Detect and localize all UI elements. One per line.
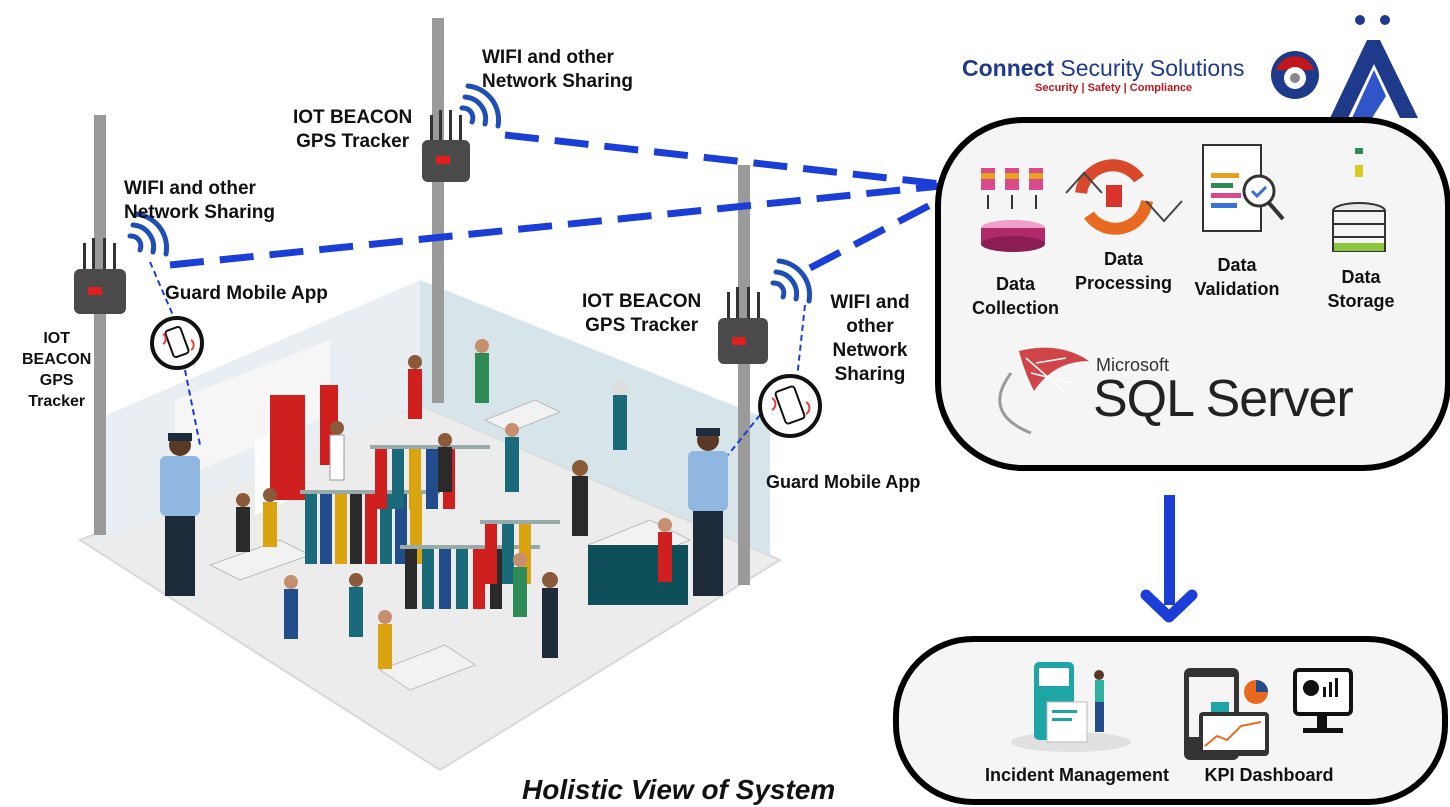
beacon-device-left: [74, 238, 126, 314]
stage-label-storage: Data Storage: [1311, 265, 1411, 313]
stage-label-collection-line2: Collection: [971, 298, 1059, 318]
guard-phone-right-icon: [758, 374, 822, 438]
beacon-label-right-line2: GPS Tracker: [585, 315, 699, 336]
beacon-label-top-line2: GPS Tracker: [296, 131, 410, 152]
wifi-label-right-line4: Sharing: [834, 364, 906, 385]
wifi-label-left-line2: Network Sharing: [124, 202, 275, 223]
clothing-racks: [300, 445, 560, 609]
wifi-signal-right-icon: [770, 258, 813, 304]
data-storage-icon: [1332, 148, 1386, 252]
pipeline-icons: [981, 144, 1386, 435]
network-link-top: [504, 131, 951, 189]
beacon-label-right: IOT BEACON GPS Tracker: [582, 290, 701, 338]
wifi-signal-top-icon: [459, 83, 502, 129]
right-pole: [738, 165, 750, 585]
guard-app-label-right: Guard Mobile App: [766, 472, 921, 492]
stage-label-collection: Data Collection: [953, 272, 1078, 320]
incident-management-icon: [1011, 662, 1131, 752]
sql-product-text: SQL Server: [1093, 370, 1354, 428]
brand-a-logo: [1330, 15, 1418, 118]
security-guard-right: [688, 428, 728, 596]
sql-server-logo-icon: [998, 347, 1089, 435]
stage-label-processing-line2: Processing: [1074, 273, 1173, 293]
arrow-down-icon: [1140, 495, 1198, 623]
shoppers: [236, 339, 672, 669]
network-link-right: [808, 188, 957, 272]
stage-label-storage-line2: Storage: [1327, 291, 1395, 311]
sql-vendor-text: Microsoft: [1096, 355, 1170, 375]
wifi-signal-left-icon: [127, 211, 170, 257]
wifi-label-left: WIFI and other Network Sharing: [124, 177, 275, 225]
wifi-label-top-line2: Network Sharing: [482, 71, 633, 92]
stage-label-validation-line1: Data: [1217, 255, 1257, 275]
store-right-wall: [420, 280, 770, 555]
beacon-label-left-line4: Tracker: [28, 393, 86, 410]
beacon-label-top: IOT BEACON GPS Tracker: [293, 106, 412, 154]
kpi-dashboard-icon: [1184, 668, 1353, 760]
diagram-caption: Holistic View of System: [522, 774, 836, 805]
output-label-kpi-dashboard: KPI Dashboard: [1204, 765, 1334, 785]
beacon-label-left-line3: GPS: [39, 372, 74, 389]
beacon-label-left-line1: IOT: [43, 330, 70, 347]
brand-name: Connect Security Solutions: [962, 55, 1244, 81]
data-processing-icon: [1065, 159, 1183, 235]
data-collection-icon: [981, 168, 1045, 252]
brand-name-bold: Connect: [962, 55, 1054, 81]
network-link-left: [169, 181, 951, 269]
brand-name-rest: Security Solutions: [1054, 55, 1245, 81]
data-pipeline-panel: Data Collection Data Processing Data Val…: [935, 117, 1450, 471]
wifi-label-right-line2: other: [846, 316, 894, 337]
stage-label-validation-line2: Validation: [1194, 279, 1280, 299]
wifi-label-right: WIFI and other Network Sharing: [825, 291, 915, 387]
stage-label-validation: Data Validation: [1187, 253, 1287, 301]
network-links: [169, 131, 957, 272]
wifi-label-right-line1: WIFI and: [830, 292, 910, 313]
stage-label-storage-line1: Data: [1341, 267, 1381, 287]
stage-label-processing-line1: Data: [1103, 249, 1143, 269]
wifi-label-top-line1: WIFI and other: [482, 47, 614, 68]
brand-tagline: Security | Safety | Compliance: [1035, 82, 1193, 94]
left-pole: [94, 115, 106, 535]
beacon-label-top-line1: IOT BEACON: [293, 107, 413, 128]
outputs-panel: Incident Management KPI Dashboard: [893, 636, 1448, 805]
stage-label-processing: Data Processing: [1061, 247, 1186, 295]
beacon-label-left: IOT BEACON GPS Tracker: [22, 328, 91, 412]
beacon-device-top: [422, 110, 470, 182]
guard-phone-left-icon: [150, 316, 204, 370]
data-validation-icon: [1202, 144, 1285, 232]
output-label-incident-management: Incident Management: [984, 765, 1170, 785]
guard-app-label-left: Guard Mobile App: [165, 283, 328, 304]
top-pole: [432, 18, 444, 403]
stage-label-collection-line1: Data: [995, 274, 1035, 294]
wifi-label-top: WIFI and other Network Sharing: [482, 46, 633, 94]
beacon-label-left-line2: BEACON: [22, 351, 92, 368]
security-guard-left: [160, 433, 200, 596]
brand-shield-logo: [1271, 51, 1319, 99]
wifi-label-left-line1: WIFI and other: [124, 178, 256, 199]
beacon-label-right-line1: IOT BEACON: [582, 291, 702, 312]
output-icons: [1011, 662, 1353, 760]
beacon-device-right: [718, 287, 768, 364]
wifi-label-right-line3: Network: [832, 340, 908, 361]
